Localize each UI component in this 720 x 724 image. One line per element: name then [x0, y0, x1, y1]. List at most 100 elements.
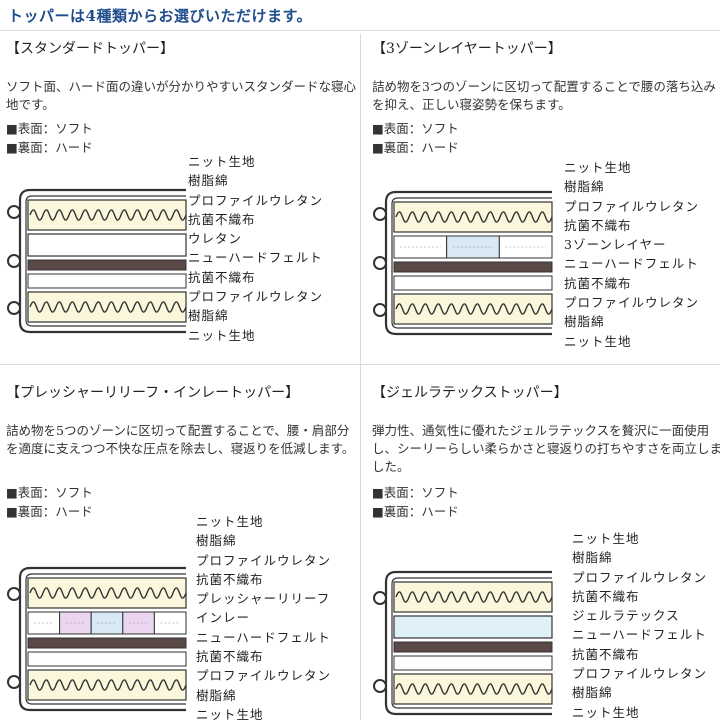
- edge-seam-knob: [7, 254, 21, 268]
- layer-item: 樹脂綿: [188, 308, 229, 324]
- layer-item: ニューハードフェルト: [572, 627, 707, 643]
- edge-seam-knob: [373, 591, 387, 605]
- layer-item: ニット生地: [188, 327, 256, 343]
- panel-title: 【プレッシャーリリーフ・インレートッパー】: [6, 385, 300, 401]
- edge-seam-knob: [373, 679, 387, 693]
- page-heading: トッパーは4種類からお選びいただけます。: [8, 7, 312, 25]
- edge-seam-knob: [7, 675, 21, 689]
- surface-top-label: ■表面：ソフト: [6, 121, 93, 136]
- layer-item: ニット生地: [188, 154, 256, 169]
- layer-diagram: [373, 570, 553, 716]
- layer-item: 抗菌不織布: [564, 275, 632, 291]
- layer-item: ニューハードフェルト: [188, 250, 323, 266]
- layer-item: 樹脂綿: [196, 687, 237, 703]
- layer-item: 樹脂綿: [572, 685, 613, 701]
- top-foam-wave: [395, 591, 553, 603]
- layer-item: ニット生地: [564, 160, 632, 175]
- topper-cross-section: [373, 190, 553, 336]
- panel-description: 弾力性、通気性に優れたジェルラテックスを贅沢に一面使用し、シーリーらしい柔らかさ…: [372, 423, 720, 474]
- bottom-foam-wave: [395, 683, 553, 695]
- outer-cover-outline: [384, 570, 552, 716]
- layer-item: プロファイルウレタン: [196, 668, 332, 684]
- surface-top-label: ■表面：ソフト: [6, 485, 93, 500]
- hard-felt-layer: [393, 261, 553, 273]
- surface-bottom-label: ■裏面：ハード: [6, 504, 93, 519]
- layer-item: プロファイルウレタン: [196, 552, 332, 568]
- layer-item: 抗菌不織布: [572, 588, 640, 604]
- edge-seam-knob: [373, 303, 387, 317]
- bottom-foam-wave: [395, 303, 553, 315]
- layer-item: 抗菌不織布: [572, 646, 640, 662]
- panel-gel-latex-topper: 【ジェルラテックストッパー】 弾力性、通気性に優れたジェルラテックスを贅沢に一面…: [372, 382, 720, 720]
- panel-pressure-relief-inlay-topper: 【プレッシャーリリーフ・インレートッパー】 詰め物を5つのゾーンに区切って配置す…: [6, 382, 358, 722]
- nonwoven-layer: [393, 275, 553, 291]
- edge-seam-knob: [7, 205, 21, 219]
- panel-title: 【3ゾーンレイヤートッパー】: [372, 41, 562, 57]
- layer-item: プロファイルウレタン: [564, 295, 700, 311]
- layer-list: ニット生地 樹脂綿 プロファイルウレタン 抗菌不織布 ジェルラテックス ニューハ…: [572, 529, 707, 722]
- layer-item: 樹脂綿: [196, 533, 237, 549]
- layer-item: 抗菌不織布: [188, 269, 256, 285]
- inner-cover-outline: [391, 577, 552, 709]
- layer-item: プロファイルウレタン: [564, 198, 700, 214]
- surface-bottom-label: ■裏面：ハード: [372, 504, 459, 519]
- layer-list: ニット生地 樹脂綿 プロファイルウレタン 抗菌不織布 プレッシャーリリーフ イン…: [196, 512, 331, 724]
- top-profile-foam: [27, 577, 187, 609]
- topper-cross-section: [373, 570, 553, 716]
- surface-bottom-label: ■裏面：ハード: [6, 140, 93, 155]
- layer-item: 3ゾーンレイヤー: [564, 237, 667, 253]
- bottom-profile-foam: [393, 293, 553, 325]
- surface-top-label: ■表面：ソフト: [372, 121, 459, 136]
- layer-item: 樹脂綿: [564, 314, 605, 330]
- layer-diagram: [373, 190, 553, 336]
- layer-item: ニット生地: [196, 706, 264, 722]
- layer-item: 樹脂綿: [564, 179, 605, 195]
- edge-seam-knob: [373, 207, 387, 221]
- layer-item: ニット生地: [564, 333, 632, 349]
- edge-seam-knob: [7, 301, 21, 315]
- nonwoven-layer: [27, 651, 187, 667]
- edge-seam-knob: [373, 256, 387, 270]
- panel-title: 【スタンダードトッパー】: [6, 41, 174, 57]
- hard-felt-layer: [27, 259, 187, 271]
- bottom-foam-wave: [29, 301, 187, 313]
- layer-item: 抗菌不織布: [188, 211, 256, 227]
- edge-seam-knob: [7, 587, 21, 601]
- layer-item: ニット生地: [572, 704, 640, 720]
- top-profile-foam: [393, 201, 553, 233]
- urethane-layer: [27, 233, 187, 257]
- layer-item: プロファイルウレタン: [572, 569, 708, 585]
- layer-item: ウレタン: [188, 231, 243, 247]
- layer-item: 樹脂綿: [572, 550, 613, 566]
- panel-description: ソフト面、ハード面の違いが分かりやすいスタンダードな寝心地です。: [6, 79, 357, 112]
- layer-item: ジェルラテックス: [572, 608, 680, 624]
- panel-description: 詰め物を3つのゾーンに区切って配置することで腰の落ち込みを抑え、正しい寝姿勢を保…: [372, 79, 716, 112]
- column-divider: [360, 34, 361, 720]
- layer-list: ニット生地 樹脂綿 プロファイルウレタン 抗菌不織布 3ゾーンレイヤー ニューハ…: [564, 158, 699, 351]
- top-profile-foam: [393, 581, 553, 613]
- panel-title: 【ジェルラテックストッパー】: [372, 385, 568, 401]
- hard-felt-layer: [393, 641, 553, 653]
- layer-diagram: [7, 188, 187, 334]
- top-profile-foam: [27, 199, 187, 231]
- nonwoven-layer: [27, 273, 187, 289]
- layer-diagram: [7, 566, 187, 712]
- outer-cover-outline: [18, 566, 186, 712]
- topper-cross-section: [7, 188, 187, 334]
- bottom-profile-foam: [27, 669, 187, 701]
- bottom-profile-foam: [393, 673, 553, 705]
- layer-item: 抗菌不織布: [196, 571, 264, 587]
- layer-item: プロファイルウレタン: [188, 289, 324, 305]
- layer-item: ニット生地: [196, 514, 264, 529]
- panel-standard-topper: 【スタンダードトッパー】 ソフト面、ハード面の違いが分かりやすいスタンダードな寝…: [6, 38, 358, 368]
- layer-item: 樹脂綿: [188, 173, 229, 189]
- inner-cover-outline: [391, 197, 552, 329]
- top-divider: [0, 30, 720, 31]
- layer-item: プレッシャーリリーフ: [196, 591, 331, 607]
- nonwoven-layer: [393, 655, 553, 671]
- layer-item: ニューハードフェルト: [564, 256, 699, 272]
- layer-item: ニューハードフェルト: [196, 629, 331, 645]
- inner-cover-outline: [25, 573, 186, 705]
- surface-bottom-label: ■裏面：ハード: [372, 140, 459, 155]
- top-foam-wave: [29, 209, 187, 221]
